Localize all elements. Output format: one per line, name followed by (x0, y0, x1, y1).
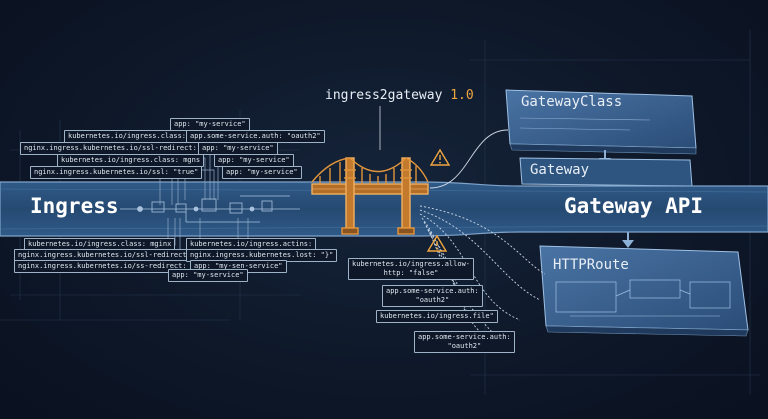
unconverted-annotation-tag: app.some-service.auth: "oauth2" (414, 331, 515, 353)
gateway-label: Gateway (530, 162, 590, 178)
warning-icon (429, 148, 451, 166)
ingress-label: Ingress (30, 194, 119, 218)
gateway-api-label: Gateway API (564, 194, 704, 218)
unconverted-annotation-tag: kubernetes.io/ingress.file" (376, 310, 498, 323)
unconverted-annotation-tag: app.some-service.auth: "oauth2" (382, 285, 483, 307)
http-route-panel (539, 245, 749, 337)
unconverted-annotation-tag: kubernetes.io/ingress.allow- http: "fals… (348, 258, 475, 280)
annotation-tag: app: "my-service" (222, 166, 302, 179)
gateway-class-panel (505, 89, 697, 155)
ingress-circuit (120, 195, 300, 223)
title-name: ingress2gateway (325, 88, 443, 103)
annotation-tag: app: "my-service" (168, 269, 248, 282)
title-version: 1.0 (450, 88, 474, 103)
annotation-tag: nginx.ingress.kubernetes.io/ssl: "true" (30, 166, 203, 179)
gateway-class-label: GatewayClass (521, 94, 623, 110)
http-route-label: HTTPRoute (553, 257, 629, 273)
flow-curve (429, 129, 509, 189)
diagram-title: ingress2gateway 1.0 (325, 88, 474, 103)
bridge (311, 157, 429, 235)
warning-icon (426, 234, 448, 252)
